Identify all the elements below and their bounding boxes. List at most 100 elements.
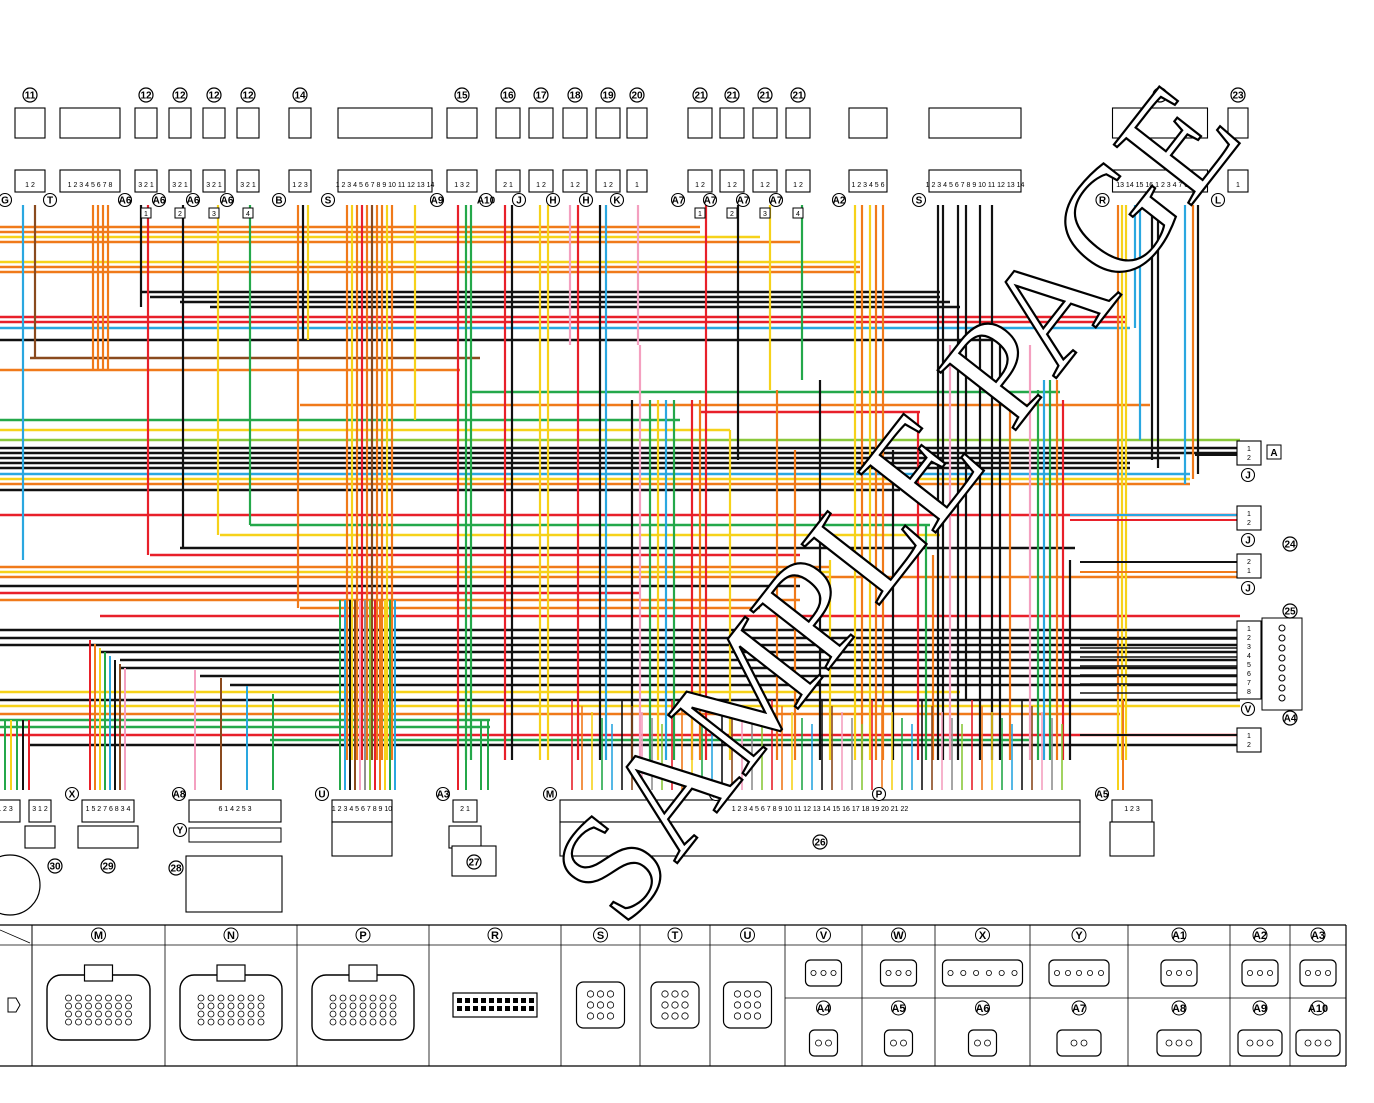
component-number: 14 xyxy=(294,91,306,102)
table-header-p: P xyxy=(359,930,366,942)
connector-circle xyxy=(831,192,847,208)
top-component: 141 2 3B xyxy=(271,87,312,208)
table-header-m: M xyxy=(94,930,103,942)
connector-pin xyxy=(359,1002,367,1010)
table-corner-diagonal xyxy=(0,929,31,944)
table-header-circle xyxy=(740,927,755,943)
index-box xyxy=(208,207,220,219)
component-number: 23 xyxy=(1232,91,1244,102)
table-header-n: N xyxy=(227,930,235,942)
connector-pin xyxy=(389,1018,397,1026)
connector-pin xyxy=(75,1018,82,1026)
component-number: A4 xyxy=(1284,714,1297,725)
table-header-circle xyxy=(891,1000,906,1016)
connector-letter: A6 xyxy=(187,196,200,207)
index-box xyxy=(140,207,152,219)
connector-circle xyxy=(42,192,58,208)
table-header-circle xyxy=(91,927,106,943)
pin-numbers: 1 3 2 xyxy=(454,182,470,189)
table-header-v: V xyxy=(820,930,828,942)
connector-pin xyxy=(227,1002,235,1010)
connector-letter: A8 xyxy=(173,790,186,801)
connector-pin xyxy=(389,1010,397,1018)
connector-letter: A9 xyxy=(431,196,444,207)
connector-pin xyxy=(985,970,992,977)
table-header-a10: A10 xyxy=(1308,1003,1328,1015)
connector-pin xyxy=(329,1002,337,1010)
connector-pin xyxy=(473,1006,478,1011)
table-header-circle xyxy=(1310,1000,1326,1016)
connector-pin xyxy=(125,1002,132,1010)
connector-pin xyxy=(596,1012,605,1020)
connector-circle xyxy=(511,192,527,208)
connector-pin xyxy=(207,994,215,1002)
pin-number: 1 xyxy=(1247,511,1251,518)
number-circle xyxy=(206,87,222,103)
connector-pin xyxy=(733,1001,742,1009)
connector-pin xyxy=(105,1010,112,1018)
connector-pin xyxy=(217,1002,225,1010)
connector-letter: J xyxy=(1245,584,1251,595)
component-body xyxy=(337,107,433,139)
connector-pin xyxy=(505,1006,510,1011)
connector-pin xyxy=(661,990,669,998)
connector-housing xyxy=(1227,169,1249,193)
connector-pin xyxy=(1267,970,1274,977)
connector-housing xyxy=(288,169,312,193)
connector-circle xyxy=(545,192,561,208)
connector-circle xyxy=(702,192,718,208)
number-circle xyxy=(172,87,188,103)
component-number: 26 xyxy=(814,838,826,849)
connector-pin xyxy=(743,1001,752,1009)
index-box xyxy=(792,207,804,219)
connector-pin xyxy=(1011,970,1018,977)
pin-numbers: 1 2 xyxy=(760,182,770,189)
component-body xyxy=(185,855,283,913)
connector-pin xyxy=(505,998,510,1003)
top-component: 171 2J xyxy=(511,87,554,208)
pin-dot xyxy=(1278,664,1286,672)
connector-pin xyxy=(85,1018,92,1026)
pin-numbers: 1 2 3 4 5 6 xyxy=(851,182,884,189)
pin-numbers: 3 1 2 xyxy=(32,806,48,813)
pin-numbers: 1 2 xyxy=(603,182,613,189)
connector-circle xyxy=(151,192,167,208)
legend-shape xyxy=(7,997,21,1013)
connector-pin xyxy=(1186,970,1193,977)
component-body xyxy=(446,107,478,139)
index-label: 2 xyxy=(178,211,182,218)
table-header-circle xyxy=(975,1000,990,1016)
connector-pin xyxy=(339,1010,347,1018)
component-body xyxy=(24,825,56,849)
connector-pin xyxy=(606,1001,615,1009)
connector-housing xyxy=(134,169,158,193)
connector-pin xyxy=(389,994,397,1002)
connector-housing-mate xyxy=(331,821,393,857)
connector-housing xyxy=(562,169,588,193)
connector-pin xyxy=(900,1039,907,1047)
pin-dot xyxy=(1278,674,1286,682)
connector-pin xyxy=(753,1012,762,1020)
connector-drawing xyxy=(1056,1029,1102,1057)
connector-pin xyxy=(237,1018,245,1026)
pin-dot xyxy=(1278,624,1286,632)
top-component: 1 2 3 4 5 6 7 8 9 10 11 12 13 14S xyxy=(320,107,434,208)
component-number: 20 xyxy=(631,91,643,102)
connector-pin xyxy=(329,1018,337,1026)
connector-pin xyxy=(1266,1039,1274,1047)
connector-pin xyxy=(105,994,112,1002)
table-header-s: S xyxy=(597,930,604,942)
table-header-circle xyxy=(1071,927,1087,943)
connector-pin xyxy=(329,1010,337,1018)
connector-pin xyxy=(465,998,470,1003)
connector-pin xyxy=(895,970,902,977)
connector-circle xyxy=(64,786,80,802)
pin-number: 2 xyxy=(1247,559,1251,566)
component-number: 15 xyxy=(456,91,468,102)
connector-pin xyxy=(815,1039,822,1047)
index-box xyxy=(759,207,771,219)
